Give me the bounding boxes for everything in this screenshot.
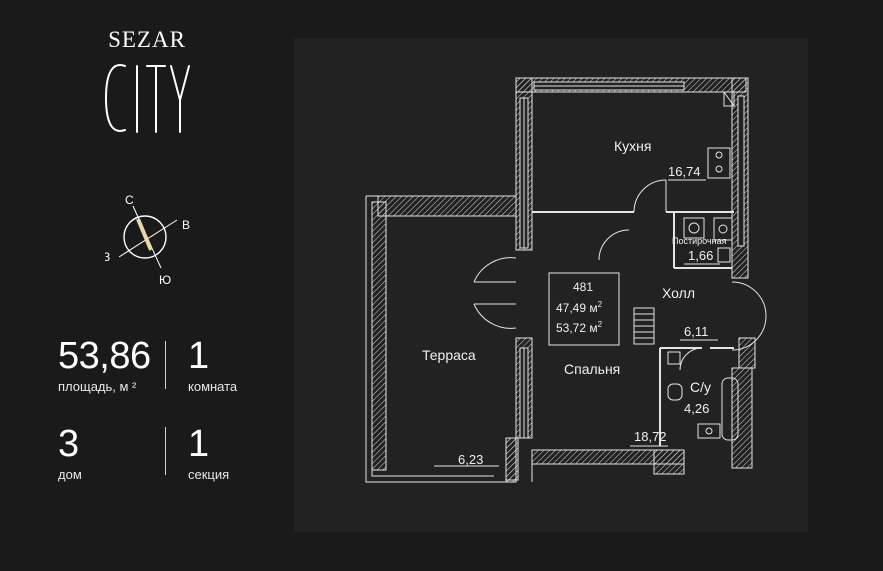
- room-bedroom-area: 18,72: [634, 429, 667, 444]
- room-bath-area: 4,26: [684, 401, 709, 416]
- room-bath-name: С/у: [690, 379, 711, 395]
- compass-south-label: Ю: [159, 273, 171, 287]
- stat-rooms: 1 комната: [188, 335, 237, 395]
- apartment-area-total: 53,72 м2: [556, 320, 603, 335]
- compass-icon: С В Ю З: [103, 193, 190, 287]
- room-kitchen-area: 16,74: [668, 164, 701, 179]
- stat-house-value: 3: [58, 423, 79, 465]
- floor-plan-card: Кухня 16,74 Постирочная 1,66 Холл 6,11 С…: [294, 38, 808, 532]
- logo-wordmark-sezar: SEZAR: [108, 27, 186, 52]
- compass-west-label: З: [105, 250, 110, 264]
- apartment-number: 481: [573, 280, 593, 294]
- apartment-area-living: 47,49 м2: [556, 300, 603, 315]
- compass-east-label: В: [182, 218, 190, 232]
- room-laundry-name: Постирочная: [672, 236, 727, 246]
- stat-rooms-label: комната: [188, 379, 238, 394]
- stat-section: 1 секция: [188, 423, 229, 483]
- stat-area-value: 53,86: [58, 335, 151, 377]
- room-terrace-area: 6,23: [458, 452, 483, 467]
- room-bedroom-name: Спальня: [564, 361, 620, 377]
- stat-section-label: секция: [188, 467, 230, 482]
- stat-area: 53,86 площадь, м ²: [58, 335, 151, 395]
- room-kitchen-name: Кухня: [614, 138, 651, 154]
- stat-area-label: площадь, м ²: [58, 379, 137, 394]
- stat-house: 3 дом: [58, 423, 82, 483]
- room-terrace-name: Терраса: [422, 347, 476, 363]
- logo-wordmark-city: [104, 64, 190, 133]
- stat-house-label: дом: [58, 467, 82, 482]
- room-laundry-area: 1,66: [688, 248, 713, 263]
- brand-logo: SEZAR: [92, 26, 202, 145]
- compass-rose: С В Ю З: [103, 192, 205, 292]
- stat-section-value: 1: [188, 423, 209, 465]
- floor-plan: Кухня 16,74 Постирочная 1,66 Холл 6,11 С…: [365, 77, 767, 483]
- stat-divider: [165, 427, 166, 475]
- stat-rooms-value: 1: [188, 335, 209, 377]
- room-hall-name: Холл: [662, 285, 695, 301]
- room-hall-area: 6,11: [684, 324, 708, 339]
- apartment-stats: 53,86 площадь, м ² 1 комната 3 дом 1 сек…: [58, 335, 298, 485]
- compass-north-label: С: [125, 193, 134, 207]
- stat-divider: [165, 341, 166, 389]
